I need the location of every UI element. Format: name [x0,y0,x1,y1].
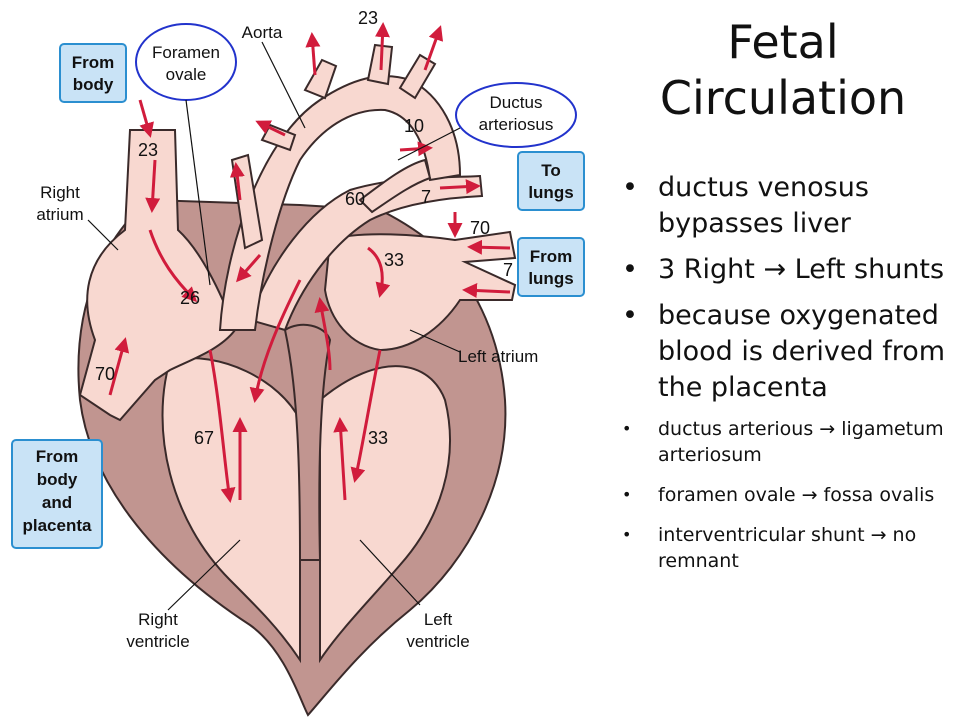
value-to-lungs: 7 [421,187,431,207]
to-lungs-label-2: lungs [528,183,573,202]
bullet-item: • ductus venosus bypasses liver [618,170,956,242]
bullet-icon: • [622,254,638,285]
ductus-arteriosus-ellipse [455,82,577,148]
from-body-placenta-label-4: placenta [23,516,93,535]
bullet-icon: • [622,419,632,438]
bullet-text: interventricular shunt → no remnant [658,524,917,572]
ductus-arteriosus-label-2: arteriosus [479,115,554,134]
aorta-label: Aorta [242,23,283,42]
foramen-ovale-label-1: Foramen [152,43,220,62]
from-body-label-2: body [73,75,114,94]
from-body-label-1: From [72,53,115,72]
right-ventricle-label-1: Right [138,610,178,629]
foramen-ovale-label-2: ovale [166,65,207,84]
value-foramen: 26 [180,288,200,308]
from-body-box [59,43,127,103]
bullet-item: • interventricular shunt → no remnant [618,522,956,574]
title-line-1: Fetal [727,15,839,69]
left-ventricle-chamber [319,365,451,664]
bullet-text: ductus venosus bypasses liver [658,172,869,239]
text-panel: Fetal Circulation • ductus venosus bypass… [618,0,956,720]
from-lungs-label-2: lungs [528,269,573,288]
to-lungs-box [517,151,585,211]
value-left-ventricle: 33 [368,428,388,448]
aorta-branch-3 [398,53,437,100]
value-right-ventricle: 67 [194,428,214,448]
bullet-text: 3 Right → Left shunts [658,254,945,285]
bullet-item: • ductus arterious → ligametum arteriosum [618,416,956,468]
aorta-branch-1 [303,58,338,100]
bullet-icon: • [622,300,638,331]
right-atrium-label-2: atrium [36,205,83,224]
title-line-2: Circulation [659,71,907,125]
bullet-icon: • [622,525,632,544]
foramen-ovale-ellipse [135,23,237,101]
fetal-heart-diagram: From body To lungs From lungs From body … [11,8,585,717]
bullet-icon: • [622,485,632,504]
value-ivc: 70 [95,364,115,384]
value-top-vessel: 23 [358,8,378,28]
bullet-item: • foramen ovale → fossa ovalis [618,482,956,508]
value-from-lungs-lower: 7 [503,260,513,280]
left-ventricle-label-1: Left [424,610,453,629]
bullet-item: • 3 Right → Left shunts [618,252,956,288]
from-lungs-label-1: From [530,247,573,266]
right-ventricle-chamber [161,357,301,664]
value-svc: 23 [138,140,158,160]
bullet-text: because oxygenated blood is derived from… [658,300,946,403]
from-lungs-box [517,237,585,297]
svc-side-vessel [230,153,264,250]
ductus-arteriosus-label-1: Ductus [490,93,543,112]
left-ventricle-label-2: ventricle [406,632,469,651]
right-atrium-label-1: Right [40,183,80,202]
leader-lines [87,41,461,611]
bullet-text: foramen ovale → fossa ovalis [658,484,935,506]
bullet-item: • because oxygenated blood is derived fro… [618,298,956,406]
bullet-icon: • [622,172,638,203]
right-ventricle-label-2: ventricle [126,632,189,651]
value-from-lungs-upper: 70 [470,218,490,238]
bullet-list: • ductus venosus bypasses liver • 3 Right … [618,170,956,588]
to-lungs-label-1: To [541,161,561,180]
left-atrium-chamber [323,230,517,352]
value-pulmonary-trunk: 60 [345,189,365,209]
value-left-atrium: 33 [384,250,404,270]
from-body-placenta-box [11,439,103,549]
value-aorta-arch: 10 [404,116,424,136]
ductus-arteriosus-vessel [358,158,432,214]
from-body-placenta-label-2: body [37,470,78,489]
bullet-text: ductus arterious → ligametum arteriosum [658,418,944,466]
flow-arrows [108,22,511,503]
from-body-placenta-label-3: and [42,493,72,512]
left-atrium-label: Left atrium [458,347,538,366]
from-body-placenta-label-1: From [36,447,79,466]
page-title: Fetal Circulation [618,14,948,126]
